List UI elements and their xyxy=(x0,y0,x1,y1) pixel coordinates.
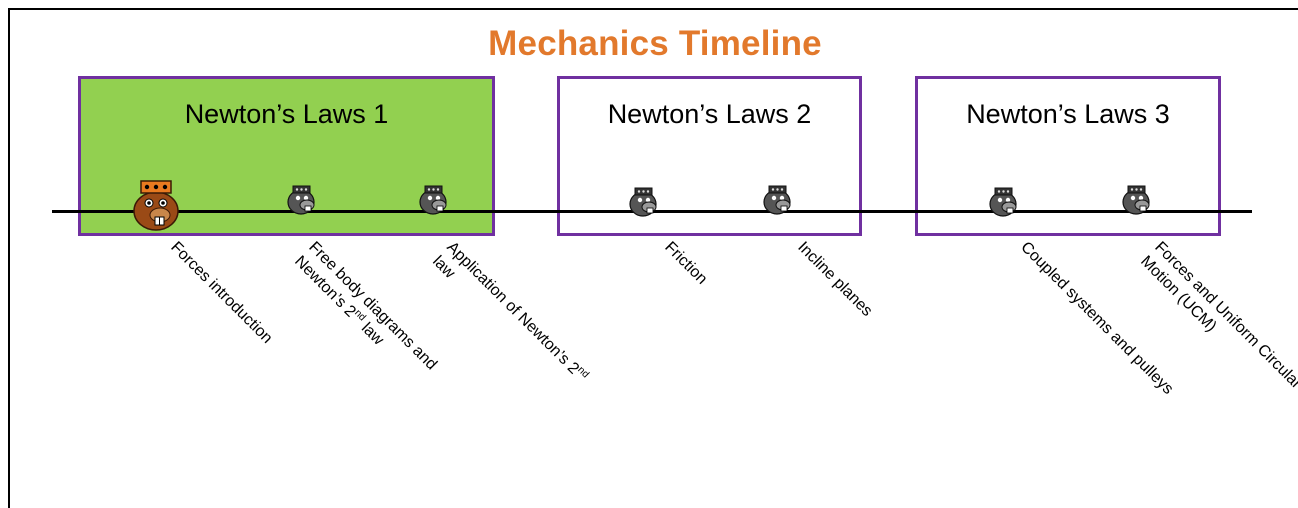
beaver-mascot-gray-icon xyxy=(989,187,1017,217)
topic-label-friction: Friction xyxy=(660,238,711,289)
topic-label-line: Application of Newton’s 2nd xyxy=(442,238,591,387)
slide: Mechanics Timeline Newton’s Laws 1 Newto… xyxy=(8,8,1298,508)
unit-label: Newton’s Laws 2 xyxy=(607,99,812,129)
unit-label: Newton’s Laws 3 xyxy=(966,99,1170,129)
topic-label-application-newtons-2nd: Application of Newton’s 2nd law xyxy=(428,238,591,401)
topic-label-free-body-diagrams: Free body diagrams and Newton’s 2nd law xyxy=(290,238,441,389)
beaver-mascot-gray-icon xyxy=(763,185,791,215)
topic-label-line: law xyxy=(429,252,459,282)
beaver-mascot-gray-icon xyxy=(287,185,315,215)
beaver-mascot-gray-icon xyxy=(1122,185,1150,215)
topic-label-line: Newton’s 2nd law xyxy=(290,252,427,389)
topic-label-line: Free body diagrams and xyxy=(305,238,440,374)
timeline-title: Mechanics Timeline xyxy=(488,24,822,63)
unit-box-newtons-laws-2: Newton’s Laws 2 xyxy=(557,76,862,236)
topic-label-line: Incline planes xyxy=(794,238,876,320)
topic-label-forces-introduction: Forces introduction xyxy=(166,238,276,348)
topic-label-incline-planes: Incline planes xyxy=(793,238,876,321)
beaver-mascot-color-icon xyxy=(133,180,179,231)
unit-label: Newton’s Laws 1 xyxy=(184,99,389,129)
topic-label-line: Forces and Uniform Circular xyxy=(1151,238,1298,393)
unit-box-newtons-laws-3: Newton’s Laws 3 xyxy=(915,76,1221,236)
topic-label-text: Application of Newton’s 2 xyxy=(443,238,583,378)
topic-label-line: Friction xyxy=(661,238,711,288)
beaver-mascot-gray-icon xyxy=(629,187,657,217)
beaver-mascot-gray-icon xyxy=(419,185,447,215)
topic-label-line: Forces introduction xyxy=(167,238,276,347)
